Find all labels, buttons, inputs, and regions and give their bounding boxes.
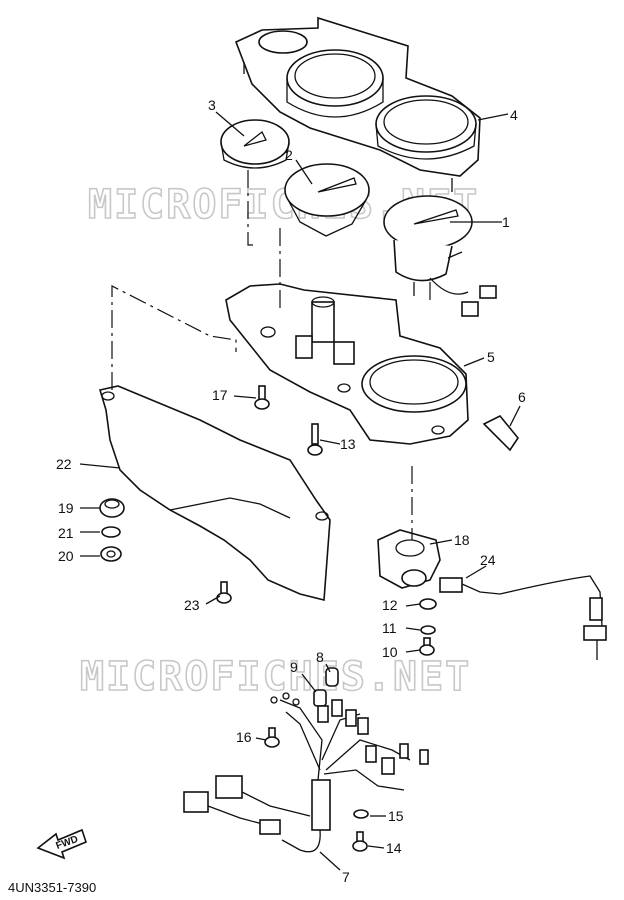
bulb-socket-9 [313, 689, 327, 707]
washer-21 [101, 526, 121, 538]
callout-13: 13 [340, 436, 356, 452]
callout-11: 11 [382, 620, 397, 636]
callout-23: 23 [184, 597, 200, 613]
watermark-bottom: MICROFICHES.NET [80, 654, 471, 700]
callout-6: 6 [518, 389, 526, 405]
tachometer-gauge [220, 119, 290, 169]
washer-15 [353, 809, 369, 819]
callout-18: 18 [454, 532, 470, 548]
screw-17 [254, 385, 270, 410]
callout-numbers: 1 2 3 4 5 6 7 8 9 10 11 12 13 14 15 16 1… [56, 97, 526, 885]
callout-10: 10 [382, 644, 398, 660]
speedometer-gauge [284, 163, 370, 237]
screw-13 [307, 423, 323, 456]
assembly-lines [111, 170, 431, 540]
meter-case-lower [225, 283, 469, 445]
callout-14: 14 [386, 840, 402, 856]
callout-8: 8 [316, 649, 324, 665]
meter-cover-bracket [98, 385, 331, 602]
grommet-19 [99, 498, 125, 518]
diagram-code: 4UN3351-7390 [8, 880, 96, 895]
callout-4: 4 [510, 107, 518, 123]
callout-20: 20 [58, 548, 74, 564]
callout-5: 5 [487, 349, 495, 365]
callout-7: 7 [342, 869, 350, 885]
washer-11 [420, 625, 436, 635]
forward-direction-arrow: FWD [36, 828, 87, 860]
meter-lead-harness [183, 692, 429, 853]
washer-12 [419, 598, 437, 610]
screw-14 [352, 831, 368, 852]
callout-24: 24 [480, 552, 496, 568]
screw-16 [264, 727, 280, 748]
callout-2: 2 [285, 147, 293, 163]
callout-9: 9 [290, 659, 298, 675]
bulb-8 [325, 667, 339, 687]
meter-case-upper [234, 16, 481, 192]
callout-19: 19 [58, 500, 74, 516]
gear-unit [377, 529, 441, 589]
meter-assembly-with-lead [383, 195, 497, 317]
callout-15: 15 [388, 808, 404, 824]
callout-22: 22 [56, 456, 72, 472]
callout-17: 17 [212, 387, 228, 403]
callout-21: 21 [58, 525, 74, 541]
screw-23 [216, 581, 232, 604]
callout-3: 3 [208, 97, 216, 113]
screw-10 [419, 637, 435, 656]
nut-20 [100, 546, 122, 562]
speedometer-cable [439, 575, 607, 660]
callout-16: 16 [236, 729, 252, 745]
callout-1: 1 [502, 214, 510, 230]
callout-12: 12 [382, 597, 398, 613]
speedometer-gear [482, 414, 519, 452]
leader-lines [79, 111, 521, 871]
